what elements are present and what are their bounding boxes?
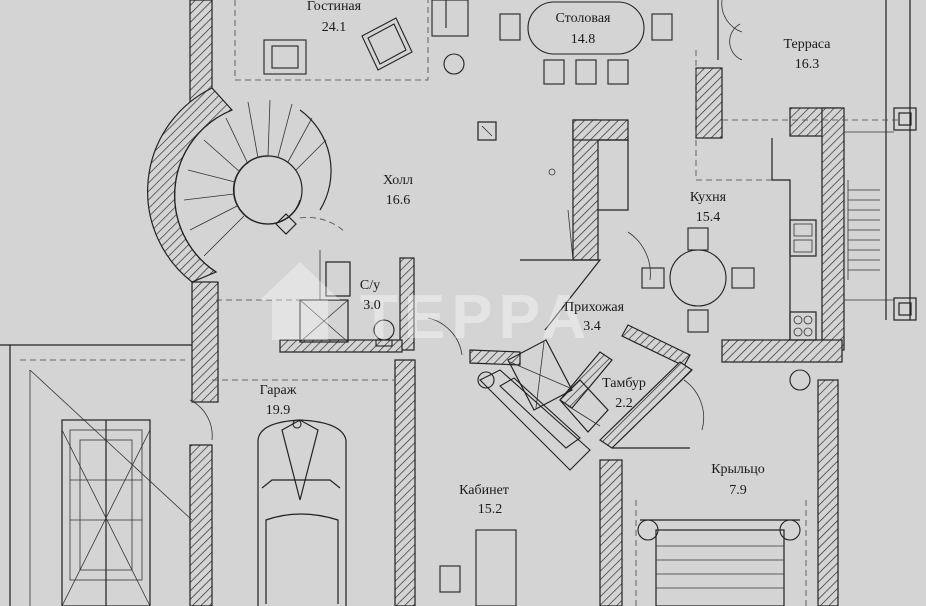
room-labels: Гостиная 24.1 Столовая 14.8 Терраса 16.3… <box>260 0 832 517</box>
wall-garage-right <box>394 359 416 606</box>
room-name: С/у <box>360 278 380 293</box>
wall-terrace-left <box>695 67 723 139</box>
wall-kitchen-top-left <box>572 119 629 141</box>
wall-left-lower <box>189 444 213 606</box>
porch <box>612 379 807 606</box>
room-name: Прихожая <box>564 300 625 315</box>
dining-furniture <box>477 1 673 141</box>
room-study: Кабинет 15.2 <box>459 483 509 517</box>
room-kitchen: Кухня 15.4 <box>690 190 727 225</box>
watermark-text: TEPPA <box>360 283 592 352</box>
room-area: 7.9 <box>729 483 747 498</box>
room-area: 16.3 <box>795 57 820 72</box>
room-name: Гараж <box>260 383 297 398</box>
room-area: 14.8 <box>571 32 596 47</box>
room-entry: Прихожая 3.4 <box>564 300 625 334</box>
wall-kitchen-right <box>821 107 845 351</box>
watermark-house-icon <box>260 262 340 340</box>
room-name: Тамбур <box>602 376 646 391</box>
room-name: Крыльцо <box>711 462 765 477</box>
room-area: 2.2 <box>615 396 633 411</box>
room-porch: Крыльцо 7.9 <box>711 462 765 498</box>
carport <box>0 344 193 606</box>
stair-wall-curved <box>147 87 234 283</box>
room-dining: Столовая 14.8 <box>556 11 612 47</box>
room-area: 16.6 <box>386 193 411 208</box>
wall-porch-right <box>817 379 839 606</box>
watermark: TEPPA <box>260 262 592 352</box>
kitchen-furniture <box>598 119 900 391</box>
room-area: 3.0 <box>363 298 381 313</box>
room-name: Столовая <box>556 11 612 26</box>
wall-bath-right <box>399 257 415 351</box>
room-name: Холл <box>383 173 413 188</box>
room-vestibule: Тамбур 2.2 <box>602 376 646 411</box>
terrace-structure <box>695 0 917 321</box>
room-area: 19.9 <box>266 403 291 418</box>
room-garage: Гараж 19.9 <box>260 383 297 418</box>
room-living: Гостиная 24.1 <box>307 0 362 35</box>
wall-vestibule-right <box>599 361 693 449</box>
room-area: 24.1 <box>322 20 347 35</box>
spiral-stair <box>147 87 346 283</box>
wall-hall-diagonal <box>559 351 613 409</box>
room-area: 15.2 <box>478 502 503 517</box>
room-area: 15.4 <box>696 210 721 225</box>
wall-cabinet-right <box>599 459 623 606</box>
room-name: Гостиная <box>307 0 362 14</box>
room-bathroom: С/у 3.0 <box>360 278 381 313</box>
bathroom-fixtures <box>216 250 395 347</box>
wall-vestibule-top <box>621 324 691 367</box>
wall-kitchen-left <box>572 119 599 261</box>
wall-kitchen-bottom <box>721 339 843 363</box>
hall-furniture <box>427 168 609 606</box>
room-area: 3.4 <box>583 319 601 334</box>
wall-bath-bottom <box>279 339 403 353</box>
wall-left-middle <box>191 281 219 403</box>
room-terrace: Терраса 16.3 <box>783 37 831 72</box>
living-furniture <box>234 0 469 81</box>
walls <box>189 0 845 606</box>
garage <box>189 379 395 606</box>
room-name: Кабинет <box>459 483 509 498</box>
wall-hall-bottom <box>469 349 521 366</box>
room-name: Терраса <box>783 37 831 52</box>
room-hall: Холл 16.6 <box>383 173 413 208</box>
room-name: Кухня <box>690 190 727 205</box>
